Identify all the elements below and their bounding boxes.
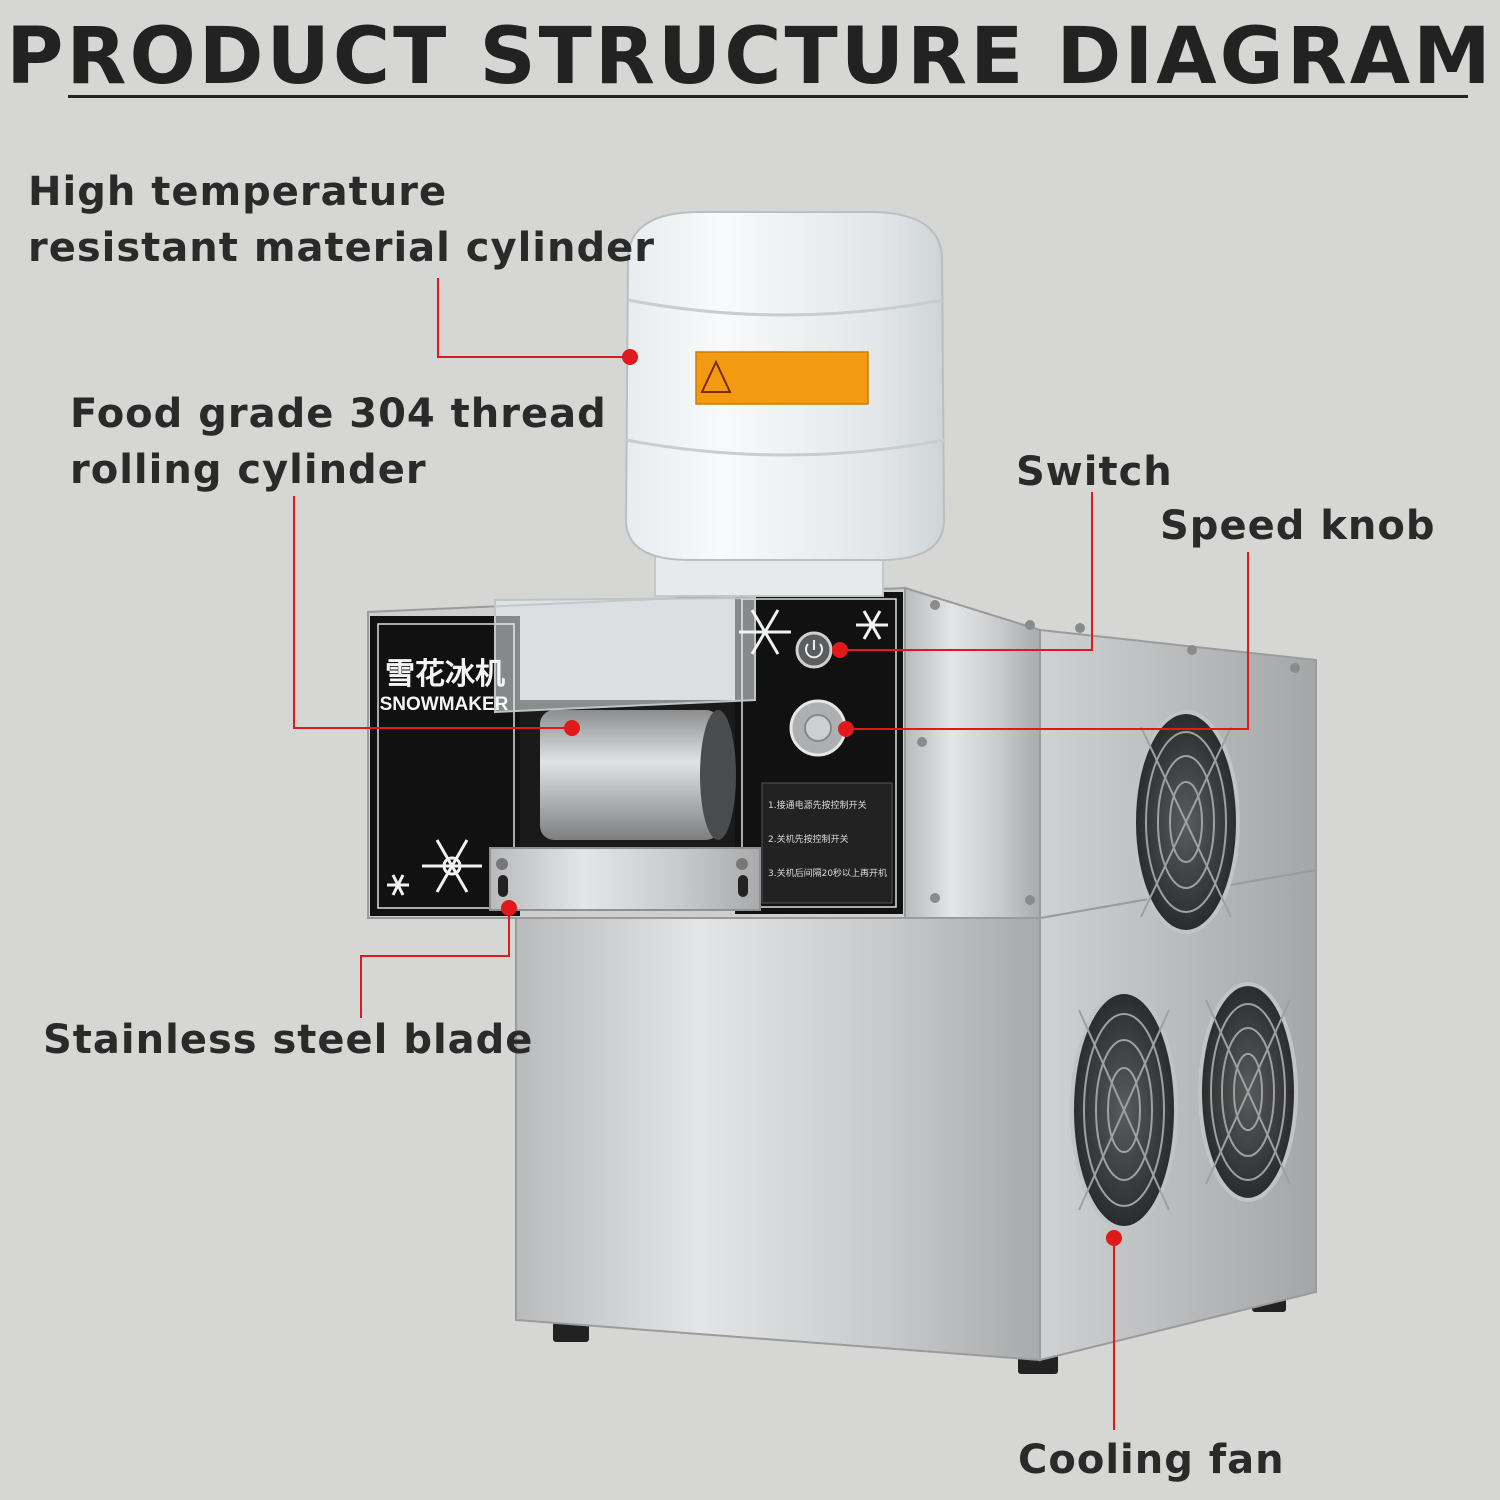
instruction-line-1: 1.接通电源先按控制开关 bbox=[768, 799, 867, 811]
shaving-chamber bbox=[494, 596, 756, 850]
instruction-line-3: 3.关机后间隔20秒以上再开机 bbox=[768, 867, 887, 879]
callout-switch: Switch bbox=[1016, 449, 1173, 495]
power-switch bbox=[795, 631, 833, 669]
callout-rolling-line2: rolling cylinder bbox=[70, 447, 427, 493]
callout-blade: Stainless steel blade bbox=[43, 1017, 534, 1063]
dot-blade bbox=[501, 900, 517, 916]
page-title: PRODUCT STRUCTURE DIAGRAM bbox=[6, 12, 1494, 102]
callout-rolling: Food grade 304 thread rolling cylinder bbox=[70, 386, 607, 498]
dot-rolling bbox=[564, 720, 580, 736]
callout-cylinder: High temperature resistant material cyli… bbox=[28, 164, 655, 276]
title-underline bbox=[68, 95, 1468, 98]
leader-rolling bbox=[293, 496, 572, 729]
machine-lower-body bbox=[515, 868, 1317, 1362]
callout-speed: Speed knob bbox=[1160, 503, 1436, 549]
dot-fan bbox=[1106, 1230, 1122, 1246]
dot-speed bbox=[838, 721, 854, 737]
leader-switch bbox=[840, 492, 1093, 651]
snowflake-decorations bbox=[387, 609, 888, 896]
leader-speed bbox=[846, 552, 1249, 730]
cooling-fans bbox=[1070, 710, 1298, 1230]
callout-cylinder-line1: High temperature bbox=[28, 169, 448, 215]
instruction-line-2: 2.关机先按控制开关 bbox=[768, 833, 849, 845]
dot-switch bbox=[832, 642, 848, 658]
leader-cylinder bbox=[437, 278, 630, 358]
brand-en-label: SNOWMAKER bbox=[380, 694, 509, 715]
leader-lines bbox=[293, 278, 1249, 1430]
callout-cylinder-line2: resistant material cylinder bbox=[28, 225, 655, 271]
callout-rolling-line1: Food grade 304 thread bbox=[70, 391, 607, 437]
callout-fan: Cooling fan bbox=[1018, 1437, 1285, 1483]
leader-dots bbox=[501, 349, 1122, 1246]
speed-knob bbox=[789, 699, 847, 757]
blade-assembly bbox=[489, 847, 761, 911]
leader-blade bbox=[360, 908, 510, 1018]
dot-cylinder bbox=[622, 349, 638, 365]
brand-cn-label: 雪花冰机 bbox=[385, 657, 505, 692]
water-bottle-cylinder bbox=[624, 211, 946, 597]
